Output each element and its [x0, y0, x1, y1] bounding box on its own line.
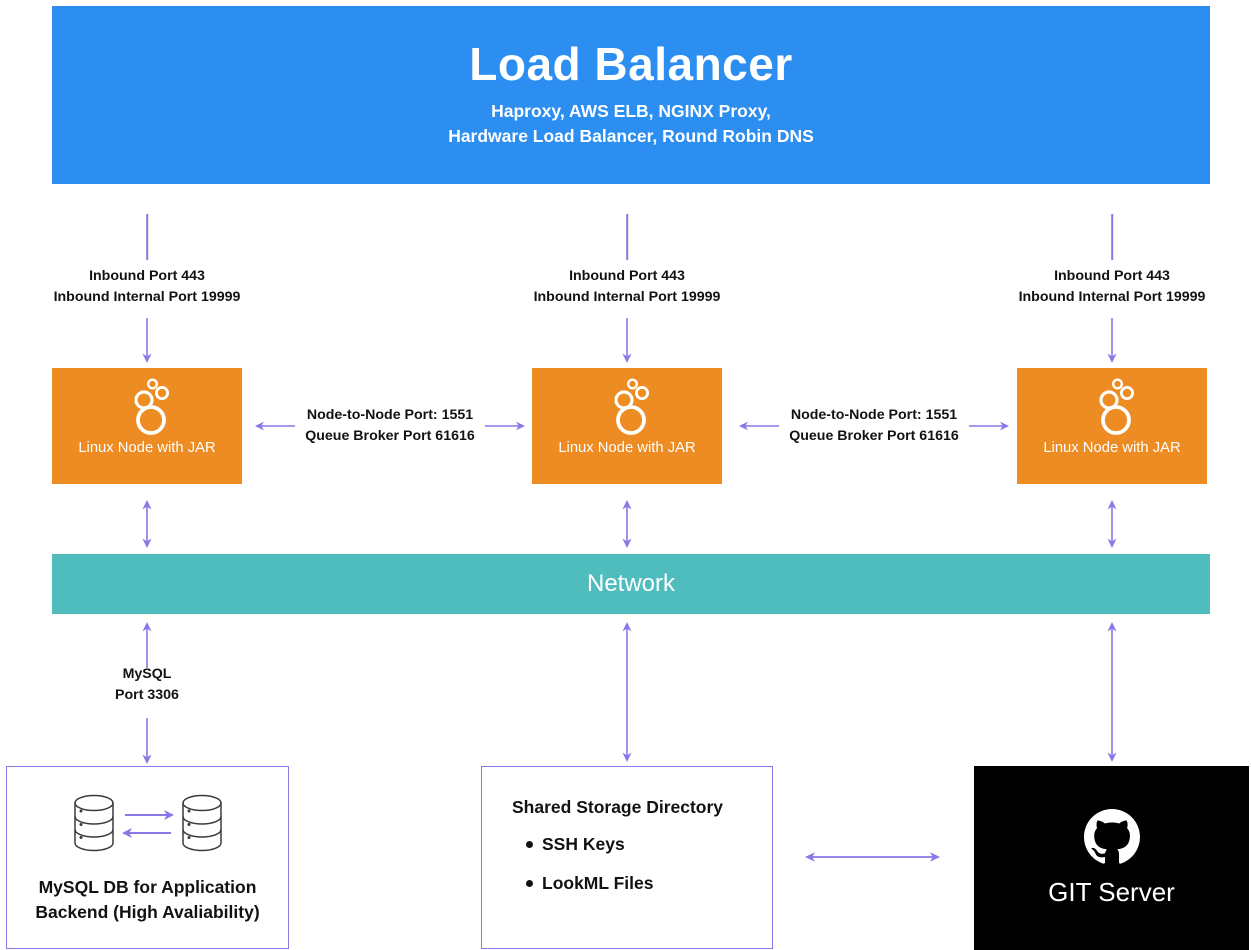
database-replication-icons	[71, 793, 225, 853]
database-cylinder-icon	[73, 794, 114, 852]
shared-storage-item-label: LookML Files	[542, 873, 654, 893]
inbound-port-line2: Inbound Internal Port 19999	[533, 288, 721, 305]
mysql-db-caption-line2: Backend (High Avaliability)	[35, 901, 260, 922]
linux-node-label: Linux Node with JAR	[1043, 440, 1181, 456]
node-link-line1: Node-to-Node Port: 1551	[306, 407, 474, 424]
node-link-line1: Node-to-Node Port: 1551	[790, 407, 958, 424]
load-balancer-subtitle: Haproxy, AWS ELB, NGINX Proxy, Hardware …	[448, 99, 814, 150]
mysql-db-box[interactable]: MySQL DB for Application Backend (High A…	[6, 766, 289, 949]
shared-storage-box[interactable]: Shared Storage Directory SSH Keys LookML…	[481, 766, 773, 949]
linux-node-1[interactable]: Linux Node with JAR	[52, 368, 242, 484]
linux-node-2[interactable]: Linux Node with JAR	[532, 368, 722, 484]
bullet-icon	[526, 880, 533, 887]
mysql-db-caption: MySQL DB for Application Backend (High A…	[35, 875, 259, 925]
node-link-line2: Queue Broker Port 61616	[305, 428, 475, 444]
node-network-arrow-3	[1107, 500, 1117, 548]
shared-storage-item-label: SSH Keys	[542, 834, 625, 854]
network-storage-arrow	[622, 622, 632, 762]
database-cylinder-icon	[181, 794, 222, 852]
inbound-connector-label: Inbound Port 443 Inbound Internal Port 1…	[497, 266, 757, 307]
mysql-line2: Port 3306	[115, 686, 179, 703]
inbound-port-line1: Inbound Port 443	[1054, 268, 1170, 284]
inbound-port-line2: Inbound Internal Port 19999	[1018, 288, 1206, 305]
list-item: LookML Files	[526, 873, 772, 894]
git-server-box[interactable]: GIT Server	[974, 766, 1249, 950]
node-link-label: Node-to-Node Port: 1551 Queue Broker Por…	[295, 405, 485, 446]
inbound-connector-3: Inbound Port 443 Inbound Internal Port 1…	[982, 214, 1242, 364]
storage-git-arrow	[805, 852, 940, 862]
inbound-port-line1: Inbound Port 443	[569, 268, 685, 284]
mysql-db-caption-line1: MySQL DB for Application	[38, 877, 257, 897]
arrow-down-icon	[622, 318, 632, 363]
arrow-up-icon	[142, 622, 152, 668]
node-link-2: Node-to-Node Port: 1551 Queue Broker Por…	[726, 396, 1022, 456]
network-bar[interactable]: Network	[52, 554, 1210, 614]
node-link-label: Node-to-Node Port: 1551 Queue Broker Por…	[779, 405, 969, 446]
linux-node-3[interactable]: Linux Node with JAR	[1017, 368, 1207, 484]
linux-node-label: Linux Node with JAR	[558, 440, 696, 456]
bullet-icon	[526, 841, 533, 848]
arrow-left-icon	[739, 421, 780, 431]
connector-line	[626, 214, 628, 260]
connector-line	[1111, 214, 1113, 260]
connector-line	[146, 214, 148, 260]
load-balancer-subtitle-line1: Haproxy, AWS ELB, NGINX Proxy,	[491, 100, 771, 121]
inbound-connector-label: Inbound Port 443 Inbound Internal Port 1…	[17, 266, 277, 307]
node-link-line2: Queue Broker Port 61616	[789, 428, 959, 444]
arrow-right-icon	[484, 421, 525, 431]
looker-logo-icon	[614, 378, 650, 435]
github-octocat-icon	[1083, 808, 1140, 864]
mysql-connector-label: MySQL Port 3306	[47, 664, 247, 705]
linux-node-label: Linux Node with JAR	[78, 440, 216, 456]
inbound-port-line1: Inbound Port 443	[89, 268, 205, 284]
inbound-connector-1: Inbound Port 443 Inbound Internal Port 1…	[17, 214, 277, 364]
looker-logo-icon	[134, 378, 170, 435]
mysql-connector: MySQL Port 3306	[47, 622, 247, 764]
shared-storage-list: SSH Keys LookML Files	[512, 834, 772, 894]
inbound-port-line2: Inbound Internal Port 19999	[53, 288, 241, 305]
mysql-line1: MySQL	[122, 666, 172, 682]
shared-storage-title: Shared Storage Directory	[512, 797, 724, 817]
load-balancer-title: Load Balancer	[469, 38, 793, 91]
node-network-arrow-2	[622, 500, 632, 548]
git-server-label: GIT Server	[1048, 876, 1175, 907]
network-label: Network	[586, 570, 676, 597]
arrow-left-icon	[255, 421, 296, 431]
replication-arrows-icon	[121, 810, 174, 838]
list-item: SSH Keys	[526, 834, 772, 855]
arrow-down-icon	[142, 318, 152, 363]
load-balancer-box[interactable]: Load Balancer Haproxy, AWS ELB, NGINX Pr…	[52, 6, 1210, 184]
arrow-down-icon	[1107, 318, 1117, 363]
arrow-right-icon	[968, 421, 1009, 431]
load-balancer-subtitle-line2: Hardware Load Balancer, Round Robin DNS	[448, 126, 814, 147]
inbound-connector-2: Inbound Port 443 Inbound Internal Port 1…	[497, 214, 757, 364]
node-network-arrow-1	[142, 500, 152, 548]
inbound-connector-label: Inbound Port 443 Inbound Internal Port 1…	[982, 266, 1242, 307]
node-link-1: Node-to-Node Port: 1551 Queue Broker Por…	[242, 396, 538, 456]
looker-logo-icon	[1099, 378, 1135, 435]
arrow-down-icon	[142, 718, 152, 764]
network-git-arrow	[1107, 622, 1117, 762]
